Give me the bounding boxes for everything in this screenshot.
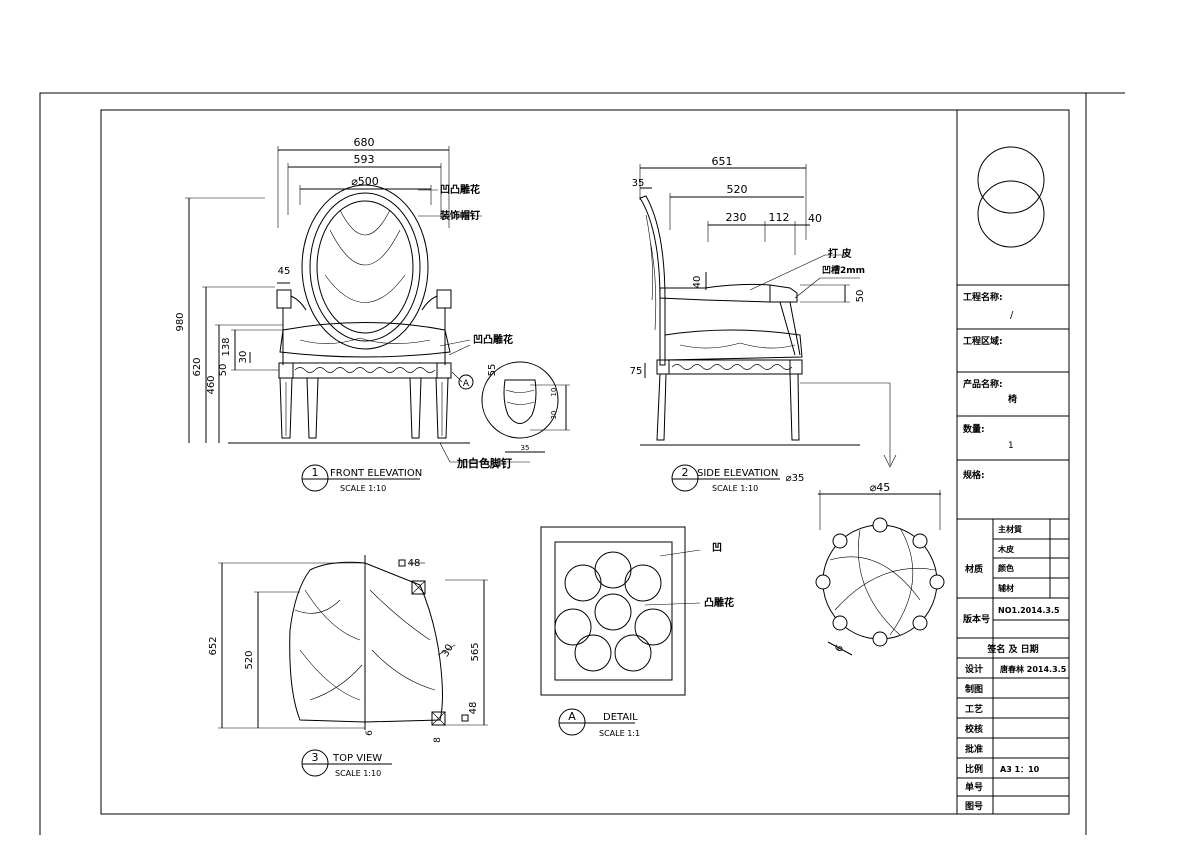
- label-foot-nail: 加白色脚钉: [456, 456, 512, 470]
- tb-row-value: A3 1：10: [1000, 765, 1040, 774]
- top-view-number: 3: [312, 751, 319, 764]
- dim-side-40b: 40: [692, 276, 703, 289]
- label-nail-trim: 装饰帽钉: [439, 209, 480, 222]
- top-view-title: [301, 749, 392, 777]
- tb-row-value: 唐春林 2014.3.5: [1000, 664, 1067, 674]
- top-view: [218, 555, 488, 730]
- tb-row-label: 工艺: [965, 703, 983, 715]
- dim-front-45: 45: [278, 266, 291, 277]
- dim-front-30b: 30: [550, 411, 558, 420]
- side-view-number: 2: [682, 466, 689, 479]
- top-view-title-text: TOP VIEW: [332, 753, 382, 764]
- tb-project-name-value: /: [1010, 310, 1014, 321]
- front-view-number: 1: [312, 466, 319, 479]
- dim-front-500: ⌀500: [351, 175, 379, 188]
- dim-side-35b: ⌀35: [786, 473, 805, 484]
- label-recess: 凹: [712, 542, 722, 554]
- dim-side-520: 520: [727, 183, 748, 196]
- label-carving-seat: 凹凸雕花: [473, 333, 513, 346]
- label-carving-top: 凹凸雕花: [440, 183, 480, 196]
- dim-top-48a: 48: [408, 558, 421, 569]
- tb-row-label: 单号: [965, 781, 983, 793]
- tb-product-name-value: 椅: [1008, 393, 1017, 405]
- title-block: [956, 146, 1070, 814]
- dim-side-50: 50: [855, 290, 866, 303]
- tb-quantity-label: 数量:: [963, 423, 985, 435]
- round-detail: [815, 490, 945, 656]
- dim-front-10: 10: [550, 388, 558, 397]
- dim-top-48b: 48: [468, 702, 479, 715]
- front-view-scale: SCALE 1:10: [340, 484, 386, 493]
- top-view-scale: SCALE 1:10: [335, 769, 381, 778]
- dim-side-112: 112: [769, 211, 790, 224]
- label-relief: 凸雕花: [704, 596, 734, 609]
- tb-version-value: NO1.2014.3.5: [998, 606, 1060, 615]
- dim-top-520: 520: [244, 650, 255, 669]
- tb-spec-label: 规格:: [963, 469, 985, 481]
- tb-quantity-value: 1: [1008, 441, 1014, 451]
- dim-side-75: 75: [630, 366, 643, 377]
- tb-row-label: 比例: [965, 763, 983, 775]
- tb-material-row-1: 木皮: [997, 544, 1014, 554]
- detail-view-title-text: DETAIL: [603, 712, 638, 723]
- dim-front-460: 460: [206, 375, 217, 394]
- detail-view-scale: SCALE 1:1: [599, 729, 640, 738]
- dim-side-230: 230: [726, 211, 747, 224]
- label-leather: 打 皮: [828, 247, 851, 260]
- dim-top-652: 652: [208, 636, 219, 655]
- side-dimensions: [639, 164, 850, 378]
- tb-material-row-3: 辅材: [998, 583, 1014, 593]
- dim-front-138: 138: [221, 337, 232, 356]
- dim-front-50: 50: [218, 364, 229, 377]
- dim-top-8: 8: [433, 737, 443, 743]
- sheet-frame: [39, 92, 1125, 835]
- front-view-title-text: FRONT ELEVATION: [330, 468, 422, 479]
- dim-front-35: 35: [521, 444, 530, 452]
- detail-view-number: A: [568, 710, 576, 723]
- label-groove: 凹槽2mm: [822, 264, 865, 276]
- dim-front-620: 620: [192, 357, 203, 376]
- dim-front-30: 30: [238, 351, 249, 364]
- front-dimensions: [185, 146, 450, 443]
- tb-row-label: 制图: [965, 683, 983, 695]
- front-elevation: [185, 146, 570, 463]
- dim-front-680: 680: [354, 136, 375, 149]
- detail-a-drawing: [540, 526, 701, 736]
- tb-sign-header: 签名 及 日期: [986, 643, 1038, 655]
- side-view-scale: SCALE 1:10: [712, 484, 758, 493]
- dim-top-565: 565: [470, 642, 481, 661]
- tb-row-label: 图号: [965, 801, 983, 812]
- side-view-title-text: SIDE ELEVATION: [697, 468, 778, 479]
- dim-side-40: 40: [808, 212, 822, 225]
- dim-round-45: ⌀45: [870, 481, 891, 494]
- tb-row-label: 校核: [965, 723, 983, 735]
- callout-a: A: [463, 379, 470, 389]
- dim-top-6: 6: [365, 730, 375, 736]
- tb-row-label: 设计: [965, 663, 983, 675]
- dim-front-55: 55: [487, 364, 498, 377]
- side-view-title: [671, 464, 780, 492]
- tb-material-label: 材质: [964, 563, 983, 575]
- tb-project-name-label: 工程名称:: [963, 291, 1003, 303]
- flower-carving: [554, 551, 672, 672]
- dim-front-593: 593: [354, 153, 375, 166]
- tb-product-name-label: 产品名称:: [963, 378, 1003, 390]
- tb-material-row-0: 主材質: [998, 524, 1022, 534]
- dim-top-30: 30: [440, 642, 456, 659]
- dim-side-651: 651: [712, 155, 733, 168]
- tb-row-label: 批准: [965, 743, 983, 755]
- tb-material-row-2: 颜色: [998, 563, 1014, 573]
- dim-side-35: 35: [632, 178, 645, 189]
- tb-sign-rows: 设计 唐春林 2014.3.5 制图 工艺 校核 批准 比例 A3 1：10 单…: [965, 663, 1067, 812]
- front-view-title: [301, 464, 420, 492]
- tb-project-area-label: 工程区域:: [963, 335, 1003, 347]
- dim-round-6: 6: [833, 643, 846, 654]
- tb-version-label: 版本号: [962, 613, 990, 625]
- dim-front-980: 980: [175, 312, 186, 331]
- side-elevation: [639, 164, 897, 468]
